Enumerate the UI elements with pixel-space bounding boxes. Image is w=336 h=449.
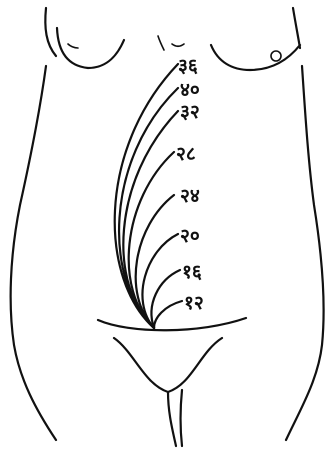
left-nipple bbox=[68, 44, 78, 48]
label-20: २० bbox=[180, 225, 200, 247]
label-32: ३२ bbox=[180, 101, 200, 123]
pubic-line bbox=[98, 318, 246, 330]
right-shoulder-line bbox=[293, 8, 300, 48]
label-40: ४० bbox=[180, 79, 200, 101]
fundus-curve-12 bbox=[154, 301, 182, 328]
groin-curve bbox=[114, 338, 222, 392]
fundus-curve-36 bbox=[115, 64, 178, 328]
label-24: २४ bbox=[180, 185, 200, 207]
label-36: ३६ bbox=[178, 55, 198, 77]
left-shoulder-line bbox=[45, 8, 56, 56]
fundus-labels: ३६ ४० ३२ २८ २४ २० १६ १२ bbox=[176, 55, 204, 314]
right-nipple bbox=[271, 51, 281, 61]
label-28: २८ bbox=[176, 143, 196, 165]
right-inner-leg bbox=[181, 390, 183, 446]
navel-mark bbox=[158, 36, 164, 50]
right-torso-outline bbox=[286, 66, 324, 440]
sternum-mark bbox=[172, 44, 184, 46]
label-12: १२ bbox=[184, 292, 204, 314]
fundus-curve-32 bbox=[123, 111, 178, 328]
fundus-curves bbox=[115, 64, 182, 328]
left-inner-leg bbox=[168, 392, 176, 446]
left-breast bbox=[57, 28, 124, 68]
right-breast bbox=[211, 45, 300, 70]
label-16: १६ bbox=[182, 261, 202, 283]
left-torso-outline bbox=[11, 66, 56, 440]
